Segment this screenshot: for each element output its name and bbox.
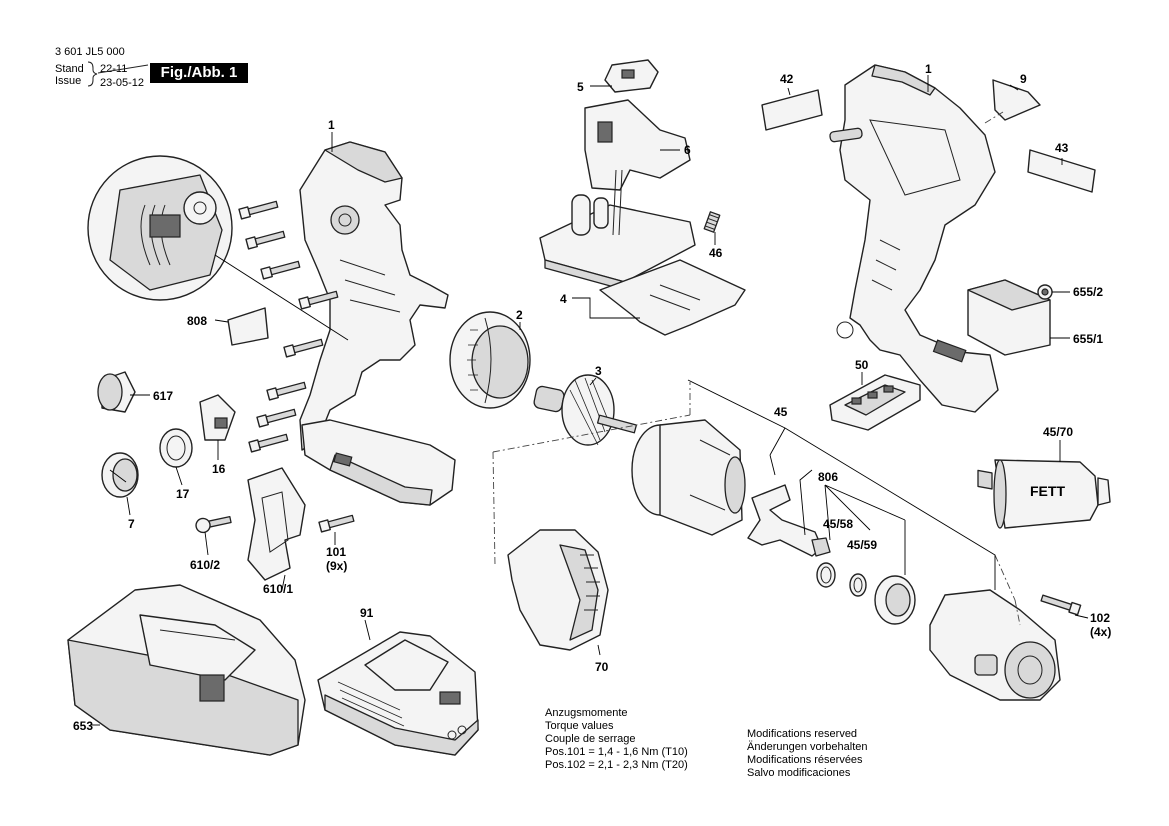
stand-label: Stand <box>55 63 84 75</box>
nose-cover <box>507 529 609 651</box>
label-part-102: 102 <box>1090 611 1111 625</box>
electronics-module <box>539 59 746 336</box>
label-part-6: 6 <box>684 143 691 157</box>
label-part-9: 9 <box>1020 72 1027 86</box>
torque-note-line: Couple de serrage <box>545 733 636 745</box>
label-part-45-58: 45/58 <box>823 517 854 531</box>
label-part-43: 43 <box>1055 141 1069 155</box>
ring-45-58 <box>816 562 836 588</box>
issue-date: 23-05-12 <box>100 77 145 89</box>
label-part-2: 2 <box>516 308 523 322</box>
small-caps-group <box>97 371 236 498</box>
belt-clip <box>195 467 306 581</box>
bearing <box>874 575 916 625</box>
torque-note-line: Anzugsmomente <box>545 707 628 719</box>
front-housing <box>929 589 1082 701</box>
header-brace <box>87 61 98 87</box>
modification-note-line: Salvo modificaciones <box>747 767 851 779</box>
label-plate-42 <box>761 89 823 131</box>
modification-notes: Modifications reserved Änderungen vorbeh… <box>747 728 867 780</box>
torque-note-line: Torque values <box>545 720 614 732</box>
battery-pack <box>317 631 479 756</box>
label-part-653: 653 <box>73 719 94 733</box>
label-part-610-1: 610/1 <box>263 582 294 596</box>
torque-notes: Anzugsmomente Torque values Couple de se… <box>545 707 688 772</box>
modification-note-line: Modifications reserved <box>747 728 858 740</box>
torque-note-line: Pos.102 = 2,1 - 2,3 Nm (T20) <box>545 759 688 771</box>
motor-stator <box>449 311 531 409</box>
label-plate-43 <box>1027 149 1096 193</box>
issue-label: Issue <box>55 75 82 87</box>
leader-lines <box>90 75 1089 726</box>
housing-left-half <box>299 141 456 506</box>
grease-tube <box>993 459 1111 529</box>
pad-808 <box>227 307 269 346</box>
drawing-number: 3 601 JL5 000 <box>55 46 125 58</box>
label-part-808: 808 <box>187 314 208 328</box>
label-part-610-2: 610/2 <box>190 558 221 572</box>
label-part-3: 3 <box>595 364 602 378</box>
label-part-7: 7 <box>128 517 135 531</box>
label-plate-9 <box>992 79 1041 121</box>
label-part-45-59: 45/59 <box>847 538 878 552</box>
label-part-4: 4 <box>560 292 567 306</box>
label-part-655-1: 655/1 <box>1073 332 1104 346</box>
motor-rotor <box>533 374 638 446</box>
label-part-45: 45 <box>774 405 788 419</box>
label-part-16: 16 <box>212 462 226 476</box>
label-part-806: 806 <box>818 470 839 484</box>
label-part-101-qty: (9x) <box>326 559 348 573</box>
housing-right-half <box>829 64 999 413</box>
modification-note-line: Modifications réservées <box>747 754 863 766</box>
control-panel-50 <box>829 374 921 431</box>
label-part-46: 46 <box>709 246 723 260</box>
header-strike-line <box>97 64 149 74</box>
label-part-70: 70 <box>595 660 609 674</box>
gear-housing <box>631 419 746 536</box>
ring-45-59 <box>849 573 867 597</box>
label-part-50: 50 <box>855 358 869 372</box>
housing-screws <box>238 200 355 533</box>
label-part-42: 42 <box>780 72 794 86</box>
label-part-102-qty: (4x) <box>1090 625 1112 639</box>
label-part-91: 91 <box>360 606 374 620</box>
charger <box>67 584 306 756</box>
label-part-5: 5 <box>577 80 584 94</box>
torque-note-line: Pos.101 = 1,4 - 1,6 Nm (T10) <box>545 746 688 758</box>
label-part-45-70: 45/70 <box>1043 425 1074 439</box>
grease-fett-label: FETT <box>1030 483 1065 499</box>
hammer-anvil <box>747 484 831 557</box>
label-part-101: 101 <box>326 545 347 559</box>
label-part-617: 617 <box>153 389 174 403</box>
label-part-1-left: 1 <box>328 118 335 132</box>
label-part-17: 17 <box>176 487 190 501</box>
label-part-655-2: 655/2 <box>1073 285 1104 299</box>
detail-magnifier <box>87 155 349 341</box>
modification-note-line: Änderungen vorbehalten <box>747 741 868 753</box>
figure-label: Fig./Abb. 1 <box>150 63 248 83</box>
label-part-1-right: 1 <box>925 62 932 76</box>
